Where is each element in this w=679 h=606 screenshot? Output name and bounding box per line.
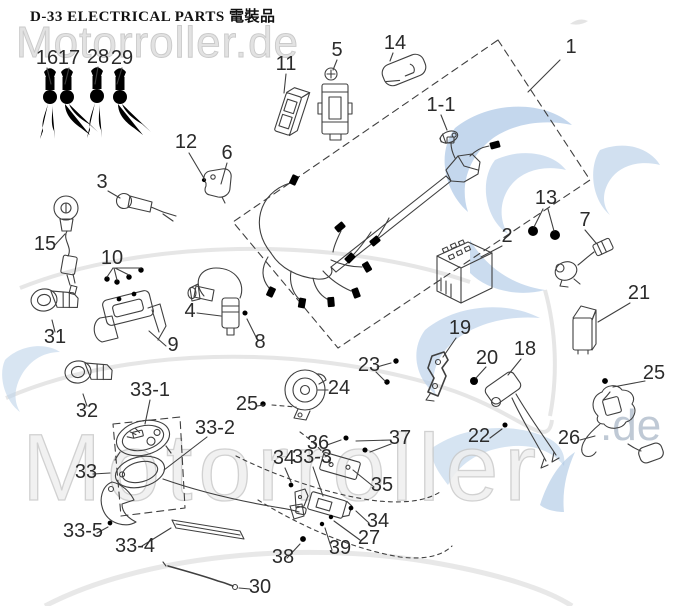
- part-label-8: 8: [254, 331, 265, 353]
- part-2-battery: [436, 239, 493, 304]
- part-32-lock: [64, 360, 113, 384]
- part-20-nut: [468, 377, 480, 387]
- part-label-1-1: 1-1: [427, 94, 456, 116]
- part-33-2-housing: [114, 455, 166, 489]
- part-label-18: 18: [514, 338, 536, 360]
- part-33-5-screw: [106, 520, 113, 532]
- part-label-13: 13: [535, 187, 557, 209]
- part-label-24: 24: [328, 377, 350, 399]
- part-label-14: 14: [384, 32, 406, 54]
- watermark-swoosh-graphics: [2, 19, 660, 606]
- part-label-22: 22: [468, 425, 490, 447]
- part-label-34: 34: [367, 510, 389, 532]
- part-label-33: 33: [75, 461, 97, 483]
- part-label-30: 30: [249, 576, 271, 598]
- part-label-4: 4: [184, 300, 195, 322]
- part-24-horn: [284, 369, 327, 421]
- diagram-layer: [30, 39, 664, 591]
- part-label-33-3: 33-3: [292, 446, 332, 468]
- part-label-10: 10: [101, 247, 123, 269]
- watermark-text-middle-suffix: .de: [600, 401, 661, 450]
- part-label-26: 26: [558, 427, 580, 449]
- part-label-9: 9: [167, 334, 178, 356]
- part-label-3: 3: [96, 171, 107, 193]
- part-label-15: 15: [34, 233, 56, 255]
- part-label-11: 11: [276, 53, 297, 75]
- part-label-16: 16: [36, 47, 58, 69]
- part-25-screw: [260, 401, 273, 407]
- part-label-38: 38: [272, 546, 294, 568]
- part-label-6: 6: [221, 142, 232, 164]
- part-label-5: 5: [331, 39, 342, 61]
- part-label-33-2: 33-2: [195, 417, 235, 439]
- part-label-12: 12: [175, 131, 197, 153]
- part-label-23: 23: [358, 354, 380, 376]
- part-6-bracket: [198, 168, 232, 204]
- part-9-cdi-bracket: [93, 290, 167, 343]
- part-label-33-4: 33-4: [115, 535, 155, 557]
- part-30-speedo-cable: [162, 561, 239, 591]
- part-label-2: 2: [501, 225, 512, 247]
- part-label-32: 32: [76, 400, 98, 422]
- part-21-rectifier: [572, 305, 597, 355]
- part-14-bracket: [381, 53, 427, 87]
- part-33-3-bracket: [289, 488, 353, 520]
- part-label-39: 39: [329, 537, 351, 559]
- part-label-25: 25: [643, 362, 665, 384]
- part-10-screws: [101, 266, 145, 292]
- watermark-layer: Motorroller.de Motorroller .de: [2, 18, 661, 606]
- part-16-bulb-socket: [37, 68, 58, 144]
- part-18-resistor: [484, 371, 560, 469]
- part-label-37: 37: [389, 427, 411, 449]
- part-1-1-bulb: [439, 130, 459, 144]
- part-39-screw: [316, 521, 325, 533]
- part-label-33-5: 33-5: [63, 520, 103, 542]
- part-35-plate: [319, 452, 361, 480]
- part-label-17: 17: [58, 47, 80, 69]
- part-33-4-strip: [171, 519, 245, 540]
- part-17-bulb-socket: [60, 68, 98, 135]
- part-26-starter-relay: [581, 377, 664, 464]
- part-label-35: 35: [371, 474, 393, 496]
- part-33-2-cable: [162, 478, 300, 513]
- part-13-nut: [526, 226, 540, 238]
- part-19-bracket: [425, 351, 449, 402]
- watermark-text-top: Motorroller.de: [16, 18, 299, 67]
- part-label-33-1: 33-1: [130, 379, 170, 401]
- part-label-25: 25: [236, 393, 258, 415]
- part-31-lock: [30, 288, 79, 312]
- part-label-34: 34: [273, 447, 295, 469]
- watermark-text-middle: Motorroller: [22, 415, 542, 521]
- part-label-1: 1: [565, 36, 576, 58]
- part-7-flasher: [554, 237, 614, 288]
- part-label-28: 28: [87, 46, 109, 68]
- part-33-dashed-outline: [112, 416, 186, 517]
- part-4-ignition-coil: [187, 267, 249, 336]
- leader-lines: [46, 52, 646, 590]
- part-8-screw: [238, 309, 249, 323]
- part-label-20: 20: [476, 347, 498, 369]
- part-label-21: 21: [628, 282, 650, 304]
- part-1-dashed-outline: [232, 39, 591, 349]
- part-13-nut: [548, 230, 562, 242]
- part-label-31: 31: [44, 326, 66, 348]
- part-label-36: 36: [307, 432, 329, 454]
- part-label-7: 7: [579, 209, 590, 231]
- page-title: D-33 ELECTRICAL PARTS 電裝品: [30, 7, 275, 25]
- part-11-relay: [274, 87, 311, 137]
- part-label-27: 27: [358, 527, 380, 549]
- part-5-fuse-holder: [317, 67, 353, 141]
- part-15-ignition-switch: [53, 195, 79, 296]
- part-label-29: 29: [111, 47, 133, 69]
- part-label-19: 19: [449, 317, 471, 339]
- part-38-screw: [299, 535, 314, 547]
- part-3-switch: [115, 192, 177, 222]
- part-1-wiring-harness: [258, 136, 504, 312]
- part-25-screw: [601, 377, 613, 392]
